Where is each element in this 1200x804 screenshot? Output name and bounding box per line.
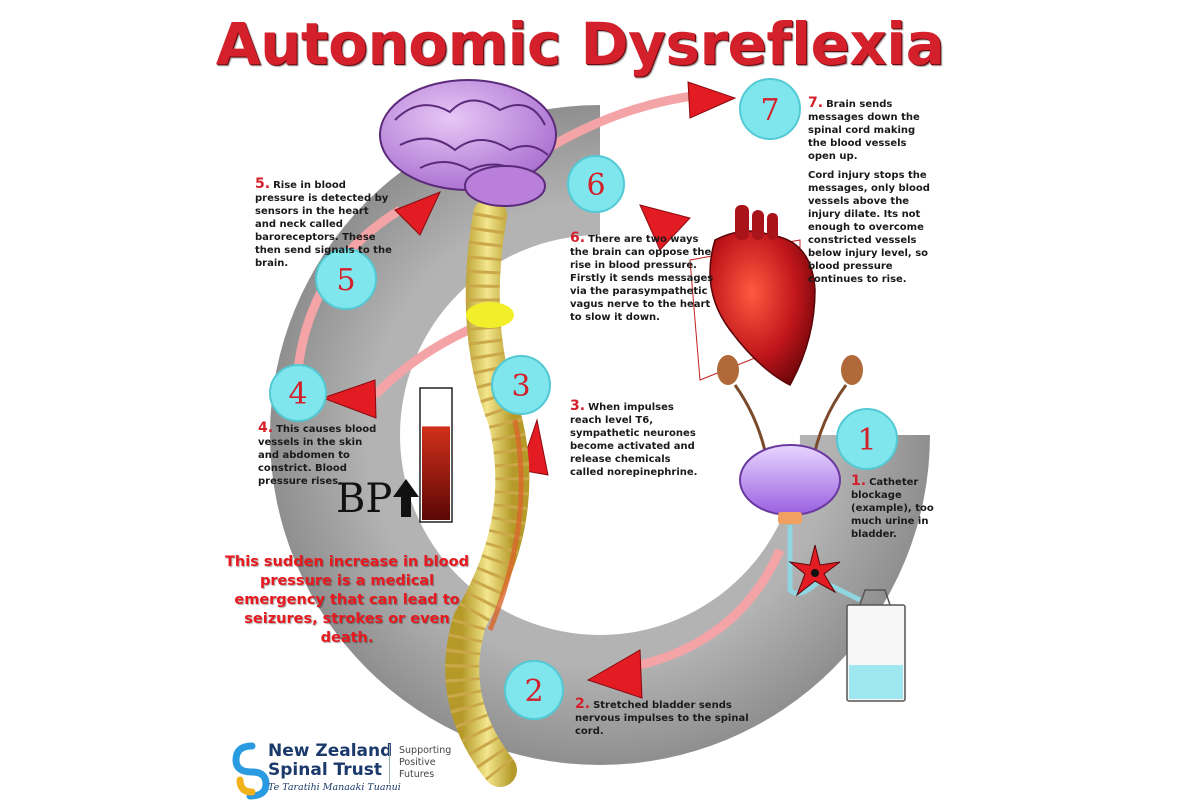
arrow-to-4: [321, 379, 377, 419]
arrow-to-heart: [639, 204, 691, 251]
logo-tagline-2: Positive: [399, 757, 436, 768]
arrow-to-brain: [394, 191, 441, 236]
nzst-logo-icon: [232, 742, 270, 800]
step-circle-2: [504, 660, 564, 720]
arrow-to-2: [586, 649, 643, 699]
step-7-note: 7.Brain sends messages down the spinal c…: [808, 95, 936, 286]
flow-path-7: [542, 90, 701, 154]
step-1-text: Catheter blockage (example), too much ur…: [851, 477, 934, 540]
step-circles: [269, 78, 898, 720]
step-6-text: There are two ways the brain can oppose …: [570, 234, 714, 323]
logo-tagline-1: Supporting: [399, 745, 452, 756]
urine-bag: [846, 589, 906, 702]
page-title: Autonomic Dysreflexia: [215, 10, 945, 78]
step-4-heading: 4.: [258, 420, 274, 436]
step-number-7: 7: [760, 93, 779, 128]
logo-divider: [389, 744, 390, 784]
logo-name-line-2: Spinal Trust: [268, 760, 383, 780]
step-5-note: 5.Rise in blood pressure is detected by …: [255, 176, 393, 270]
step-7-text: Brain sends messages down the spinal cor…: [808, 99, 920, 162]
arrow-to-7: [687, 81, 737, 119]
step-2-heading: 2.: [575, 696, 591, 712]
step-3-text: When impulses reach level T6, sympatheti…: [570, 402, 698, 478]
step-2-text: Stretched bladder sends nervous impulses…: [575, 700, 749, 737]
step-number-3: 3: [511, 369, 530, 404]
step-circle-6: [567, 155, 625, 213]
logo-name-line-1: New Zealand: [268, 741, 393, 761]
flow-path-4: [371, 320, 482, 399]
step-3-note: 3.When impulses reach level T6, sympathe…: [570, 398, 705, 479]
logo-tagline: Supporting Positive Futures: [399, 745, 451, 781]
flow-path-2: [638, 548, 785, 670]
step-circle-1: [836, 408, 898, 470]
logo-name: New Zealand Spinal Trust: [268, 742, 392, 780]
step-4-text: This causes blood vessels in the skin an…: [258, 424, 377, 487]
logo-tagline-3: Futures: [399, 769, 435, 780]
t6-level-marker: [466, 302, 514, 328]
step-7-text-2: Cord injury stops the messages, only blo…: [808, 170, 930, 285]
step-circle-4: [269, 364, 327, 422]
bp-label: BP: [336, 476, 393, 522]
step-5-heading: 5.: [255, 176, 271, 192]
step-6-note: 6.There are two ways the brain can oppos…: [570, 230, 720, 324]
step-circle-3: [491, 355, 551, 415]
step-6-heading: 6.: [570, 230, 586, 246]
step-1-heading: 1.: [851, 473, 867, 489]
step-7-heading: 7.: [808, 95, 824, 111]
bp-meter: [419, 387, 453, 523]
cycle-ring: [270, 105, 930, 765]
step-circle-7: [739, 78, 801, 140]
step-2-note: 2.Stretched bladder sends nervous impuls…: [575, 696, 780, 738]
step-4-note: 4.This causes blood vessels in the skin …: [258, 420, 382, 488]
emergency-warning: This sudden increase in blood pressure i…: [225, 554, 469, 646]
step-1-note: 1.Catheter blockage (example), too much …: [851, 473, 935, 541]
brain-illustration: [379, 79, 557, 207]
step-number-4: 4: [288, 377, 307, 412]
heart-illustration: [709, 205, 816, 386]
step-5-text: Rise in blood pressure is detected by se…: [255, 180, 392, 269]
bp-up-arrow-icon: [393, 479, 419, 517]
step-circle-5: [315, 248, 377, 310]
step-number-5: 5: [336, 263, 355, 298]
step-number-1: 1: [857, 423, 876, 458]
step-number-6: 6: [586, 168, 605, 203]
blockage-center: [811, 569, 819, 577]
logo-maori-name: Te Taratihi Manaaki Tuanui: [268, 782, 401, 793]
step-number-2: 2: [524, 674, 543, 709]
step-3-heading: 3.: [570, 398, 586, 414]
bp-meter-fill: [422, 426, 450, 520]
